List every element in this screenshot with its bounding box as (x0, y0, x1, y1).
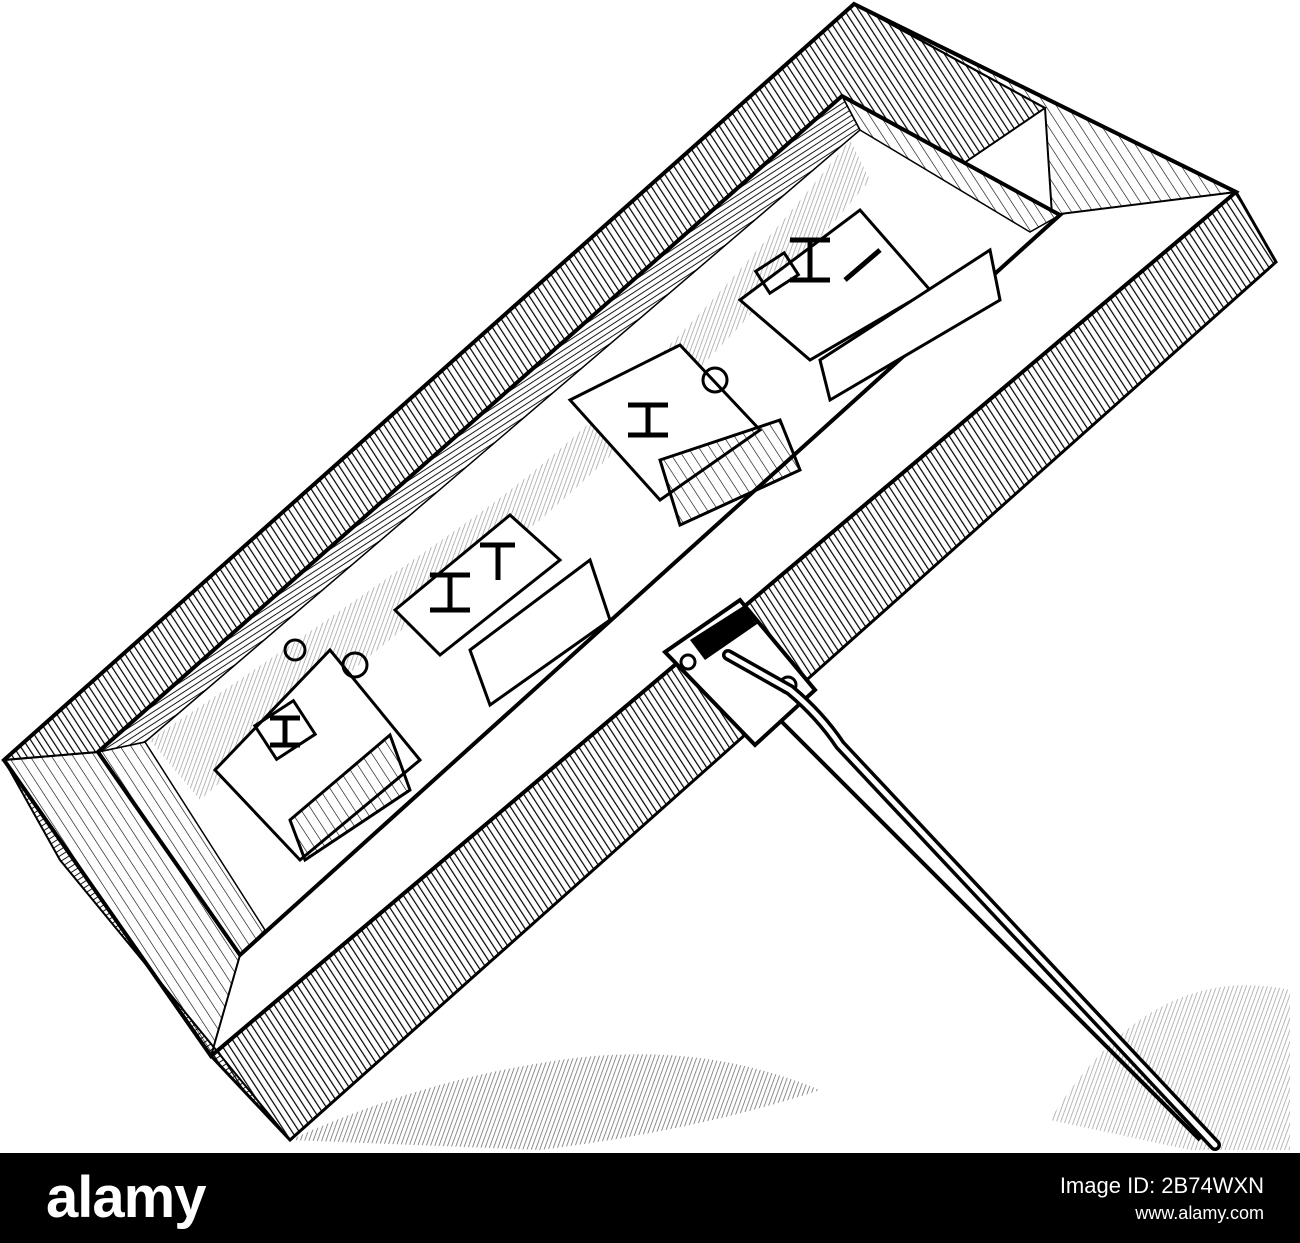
casting-patterns (212, 207, 1002, 863)
site-url: www.alamy.com (1135, 1202, 1264, 1223)
casting-pattern-4 (737, 207, 1002, 403)
image-meta: Image ID: 2B74WXN www.alamy.com (1060, 1171, 1264, 1225)
ground-shadow (290, 985, 1290, 1150)
well-sand-shading (150, 140, 870, 800)
engraving-image (1, 1, 1290, 1151)
illustration (1, 1, 1290, 1151)
casting-pattern-2 (392, 513, 612, 708)
casting-pattern-3 (567, 343, 802, 528)
watermark-footer: alamy Image ID: 2B74WXN www.alamy.com (0, 1153, 1300, 1243)
casting-pattern-1 (212, 638, 423, 863)
support-rod (722, 649, 1221, 1151)
tray (1, 1, 1278, 1143)
well-wall-right (840, 94, 1062, 233)
well-wall-left (96, 741, 266, 957)
image-id-label: Image ID: 2B74WXN (1059, 1173, 1264, 1198)
frame-side-depth (3, 759, 291, 1141)
support-stand (661, 597, 1221, 1151)
alamy-logo: alamy (46, 1165, 206, 1230)
